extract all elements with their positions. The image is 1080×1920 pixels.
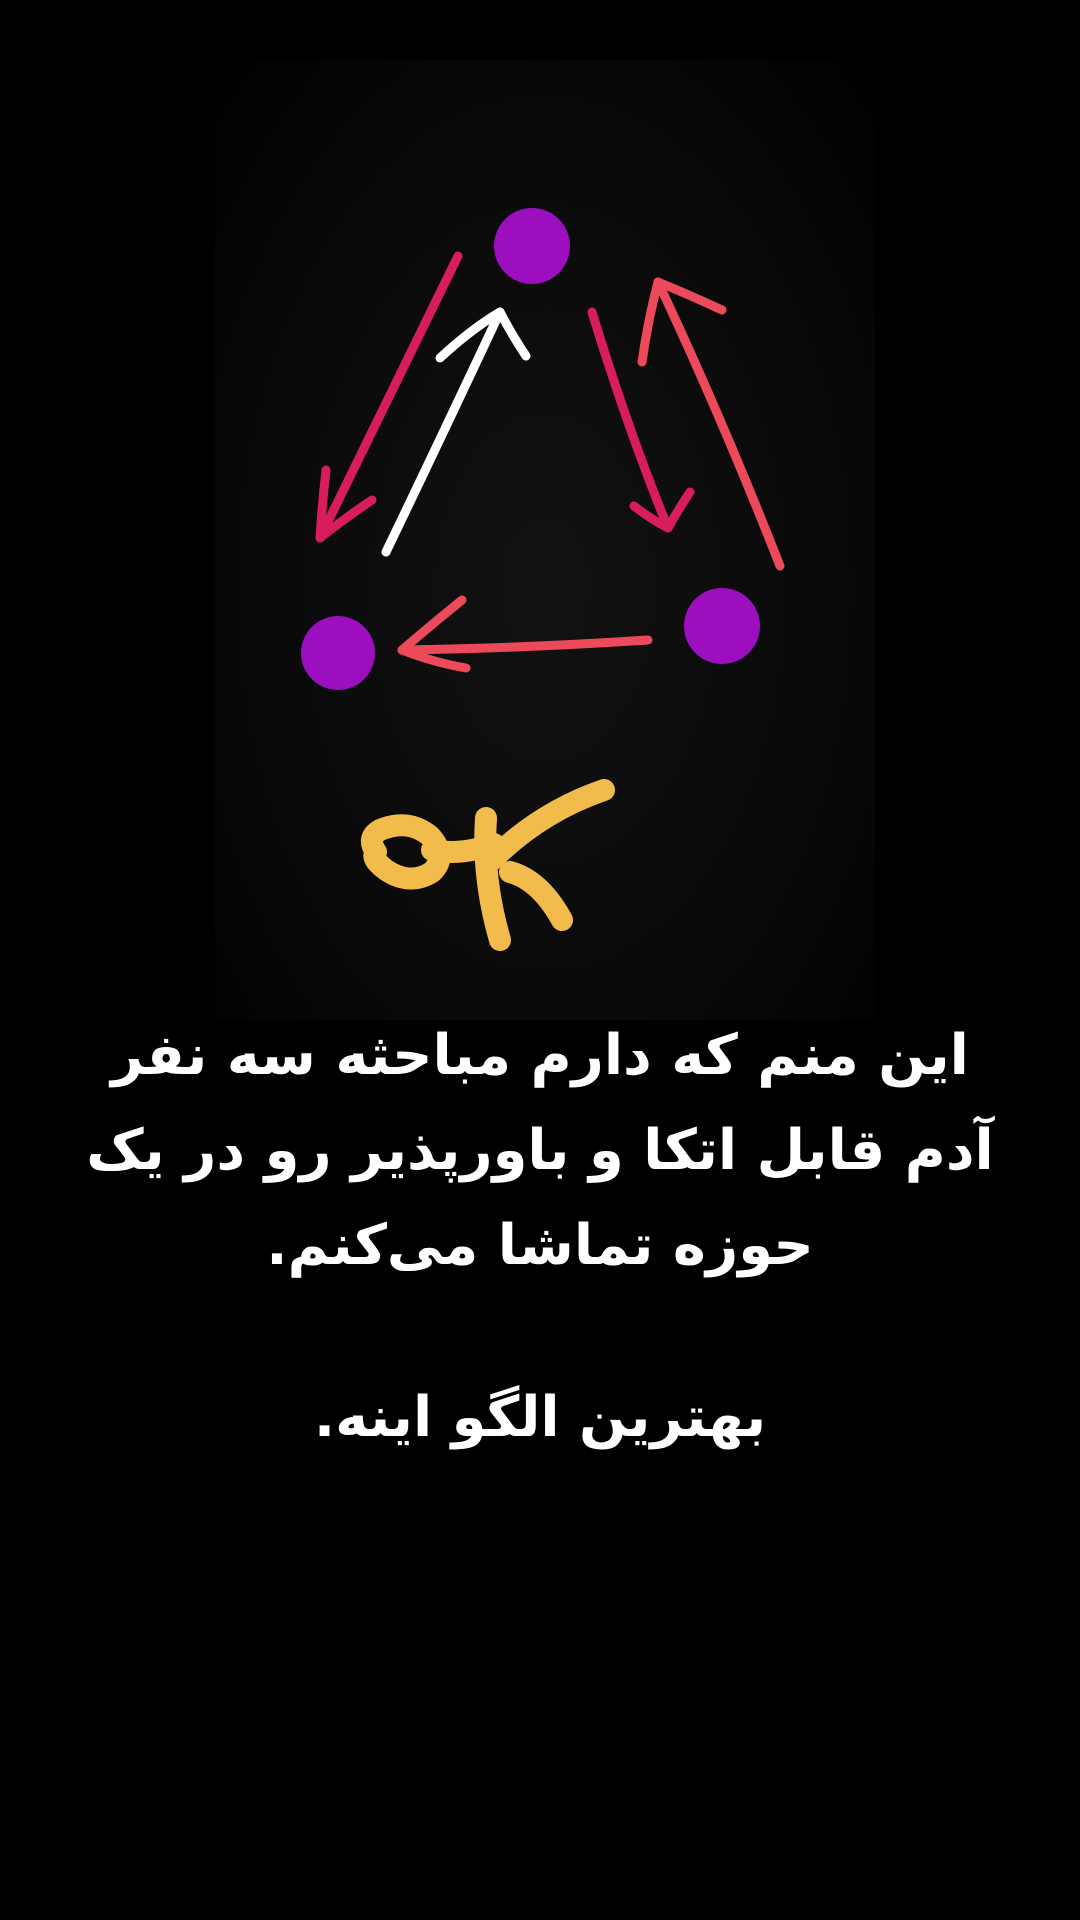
ok-letter-k-stem [474,807,511,951]
node-bottom-right [684,588,760,664]
caption-conclusion: بهترین الگو اینه. [313,1385,767,1450]
node-bottom-left [301,616,375,690]
arrow-top-to-right [587,307,673,533]
arrow-right-to-top [653,277,785,571]
caption-line-1: این منم که دارم مباحثه سه نفر [111,1023,969,1088]
caption-line-2: آدم قابل اتکا و باورپذیر رو در یک [86,1118,994,1183]
caption-paragraph: این منم که دارم مباحثه سه نفر آدم قابل ا… [60,1008,1020,1293]
arrow-left-to-top [381,307,505,557]
arrow-top-to-left-head [315,465,377,543]
arrow-right-to-left [397,635,653,655]
triangle-diagram [301,208,785,951]
arrow-top-to-right-head [629,487,695,533]
arrow-right-to-left-head [397,595,471,673]
ok-mark [360,779,615,951]
caption-line-3: حوزه تماشا می‌کنم. [266,1213,814,1278]
ok-letter-k-upper [481,779,615,871]
ok-letter-k-lower [499,861,573,931]
node-top [494,208,570,284]
arrow-left-to-top-head [435,307,531,363]
arrow-right-to-top-head [637,277,727,367]
arrow-top-to-left [315,251,463,543]
